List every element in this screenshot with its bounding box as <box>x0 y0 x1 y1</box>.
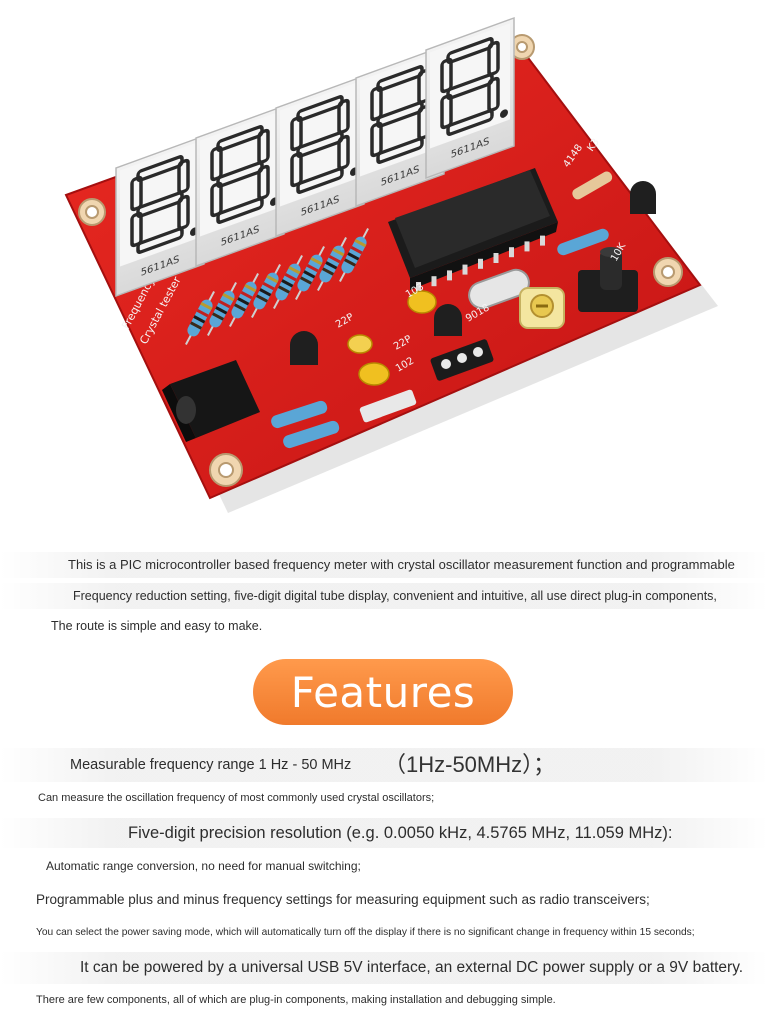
feature-auto-range-row: Automatic range conversion, no need for … <box>0 856 768 876</box>
resistor <box>295 246 325 300</box>
features-title: Features <box>290 667 476 717</box>
resistor <box>317 237 347 291</box>
ceramic-capacitors <box>347 290 437 386</box>
feature-programmable-row: Programmable plus and minus frequency se… <box>0 888 768 912</box>
digit-module: 5611AS <box>195 104 285 268</box>
ic-pin <box>462 264 468 275</box>
feature-range-value: （1Hz-50MHz）； <box>384 752 556 777</box>
digit-module: 5611AS <box>275 74 365 238</box>
crystal-oscillator <box>468 268 530 310</box>
feature-power-saving-text: You can select the power saving mode, wh… <box>36 927 695 938</box>
intro-text-2: Frequency reduction setting, five-digit … <box>73 589 717 603</box>
ic-pin <box>524 241 530 252</box>
ic-pin <box>540 235 545 246</box>
intro-line-3: The route is simple and easy to make. <box>0 613 768 639</box>
product-photo: Frequency counter Crystal tester 5611AS5… <box>64 16 718 513</box>
intro-line-1: This is a PIC microcontroller based freq… <box>0 552 768 578</box>
intro-text-1: This is a PIC microcontroller based freq… <box>68 557 735 572</box>
resistor <box>339 228 369 282</box>
digit-module: 5611AS <box>425 16 515 180</box>
feature-components-text: There are few components, all of which a… <box>36 994 556 1006</box>
resistor-row <box>185 228 369 345</box>
dc-power-jack <box>162 360 260 442</box>
ic-pin <box>478 258 483 269</box>
feature-power-supply-text: It can be powered by a universal USB 5V … <box>80 959 744 976</box>
feature-resolution-row: Five-digit precision resolution (e.g. 0.… <box>0 818 768 848</box>
feature-components-row: There are few components, all of which a… <box>0 990 768 1010</box>
feature-range-row: Measurable frequency range 1 Hz - 50 MHz… <box>0 748 768 782</box>
feature-crystal-row: Can measure the oscillation frequency of… <box>0 788 768 808</box>
feature-resolution-text: Five-digit precision resolution (e.g. 0.… <box>128 824 673 842</box>
pin-header <box>430 339 494 381</box>
solder-pads <box>359 389 417 423</box>
tact-switch <box>578 247 638 312</box>
intro-line-2: Frequency reduction setting, five-digit … <box>0 583 768 609</box>
digit-module: 5611AS <box>355 44 445 208</box>
intro-text-3: The route is simple and easy to make. <box>51 619 263 633</box>
lower-resistors <box>271 171 613 449</box>
ic-pin <box>416 282 421 292</box>
resistor <box>251 264 281 318</box>
features-header: Features <box>253 659 513 725</box>
ic-pin <box>431 276 437 287</box>
ic-pin <box>493 253 499 263</box>
digit-module: 5611AS <box>115 134 205 298</box>
resistor <box>185 291 215 345</box>
potentiometer <box>519 287 565 329</box>
resistor <box>273 255 303 309</box>
ic-chip <box>388 168 558 292</box>
feature-power-saving-row: You can select the power saving mode, wh… <box>0 923 768 943</box>
ic-pin <box>509 247 514 258</box>
transistors <box>290 181 656 365</box>
resistor <box>207 282 237 336</box>
resistor <box>229 273 259 327</box>
ic-pin <box>447 270 452 281</box>
feature-auto-range-text: Automatic range conversion, no need for … <box>46 859 361 873</box>
feature-range-text: Measurable frequency range 1 Hz - 50 MHz <box>70 757 352 773</box>
mounting-holes <box>78 34 683 487</box>
feature-crystal-text: Can measure the oscillation frequency of… <box>38 792 435 804</box>
feature-programmable-text: Programmable plus and minus frequency se… <box>36 892 650 907</box>
feature-power-supply-row: It can be powered by a universal USB 5V … <box>0 952 768 984</box>
